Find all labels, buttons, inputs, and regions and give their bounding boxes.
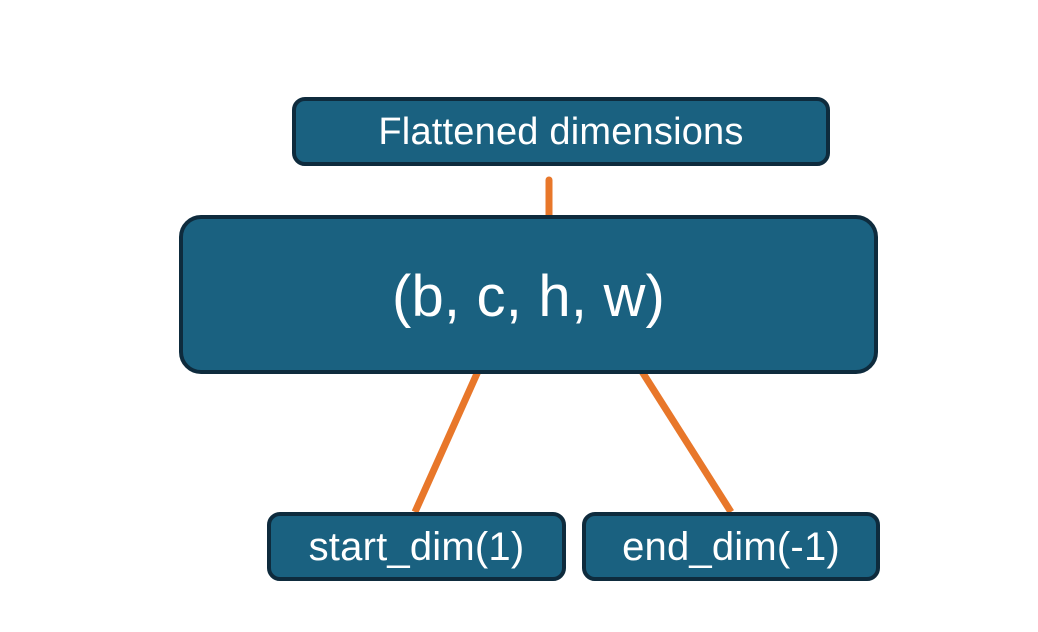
node-flattened-dimensions-label: Flattened dimensions xyxy=(378,110,744,153)
node-tensor-shape-label: (b, c, h, w) xyxy=(391,263,666,329)
node-end-dim-label: end_dim(-1) xyxy=(622,524,840,569)
node-end-dim[interactable]: end_dim(-1) xyxy=(582,512,880,581)
node-start-dim-label: start_dim(1) xyxy=(308,524,525,569)
node-start-dim[interactable]: start_dim(1) xyxy=(267,512,566,581)
node-flattened-dimensions[interactable]: Flattened dimensions xyxy=(292,97,830,166)
node-tensor-shape[interactable]: (b, c, h, w) xyxy=(179,215,878,374)
